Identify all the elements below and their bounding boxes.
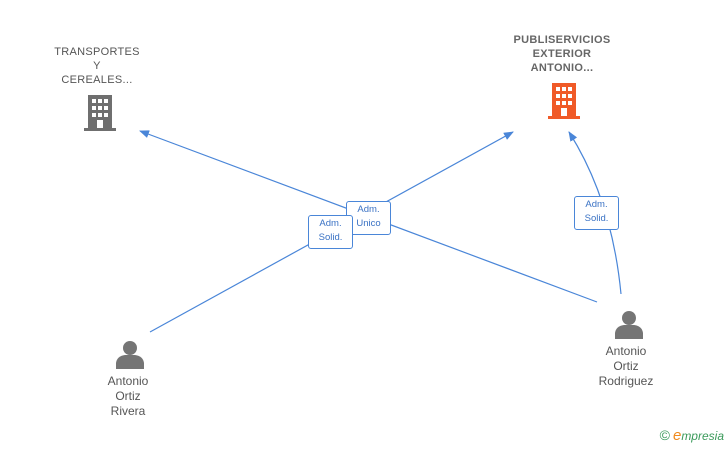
edge-label-line: Adm. [585, 199, 608, 210]
edge-label-line: Solid. [584, 213, 609, 224]
company-label-line: TRANSPORTES [54, 46, 140, 58]
person-label-rodriguez[interactable]: Antonio Ortiz Rodriguez [586, 344, 666, 389]
person-label-line: Antonio [605, 344, 647, 358]
edge-label-adm-unico[interactable]: Adm. Unico [346, 201, 391, 235]
edge-label-line: Solid. [318, 232, 343, 243]
brand-initial: e [672, 427, 682, 444]
edge-label-line: Adm. [357, 204, 380, 215]
edge-label-adm-solid-rivera[interactable]: Adm. Solid. [308, 215, 353, 249]
company-label-line: CEREALES... [61, 74, 133, 86]
edge-label-line: Unico [356, 218, 381, 229]
person-label-line: Rivera [110, 404, 146, 418]
company-label-publiservicios[interactable]: PUBLISERVICIOS EXTERIOR ANTONIO... [497, 33, 627, 75]
building-icon[interactable] [548, 83, 580, 119]
edge-label-adm-solid-rodriguez[interactable]: Adm. Solid. [574, 196, 619, 230]
company-label-line: ANTONIO... [530, 62, 594, 74]
person-label-line: Ortiz [613, 359, 639, 373]
company-label-line: PUBLISERVICIOS [513, 34, 611, 46]
brand-logo: ©empresia [660, 427, 724, 444]
person-label-line: Rodriguez [598, 374, 654, 388]
copyright-icon: © [659, 427, 670, 443]
company-label-transportes[interactable]: TRANSPORTES Y CEREALES... [47, 45, 147, 87]
person-label-line: Antonio [107, 374, 149, 388]
brand-name: mpresia [681, 429, 724, 443]
company-label-line: Y [93, 60, 101, 72]
edge-label-line: Adm. [319, 218, 342, 229]
person-label-line: Ortiz [115, 389, 141, 403]
person-label-rivera[interactable]: Antonio Ortiz Rivera [90, 374, 166, 419]
building-icon[interactable] [84, 95, 116, 131]
person-icon[interactable] [115, 339, 145, 369]
person-icon[interactable] [614, 309, 644, 339]
company-label-line: EXTERIOR [532, 48, 592, 60]
